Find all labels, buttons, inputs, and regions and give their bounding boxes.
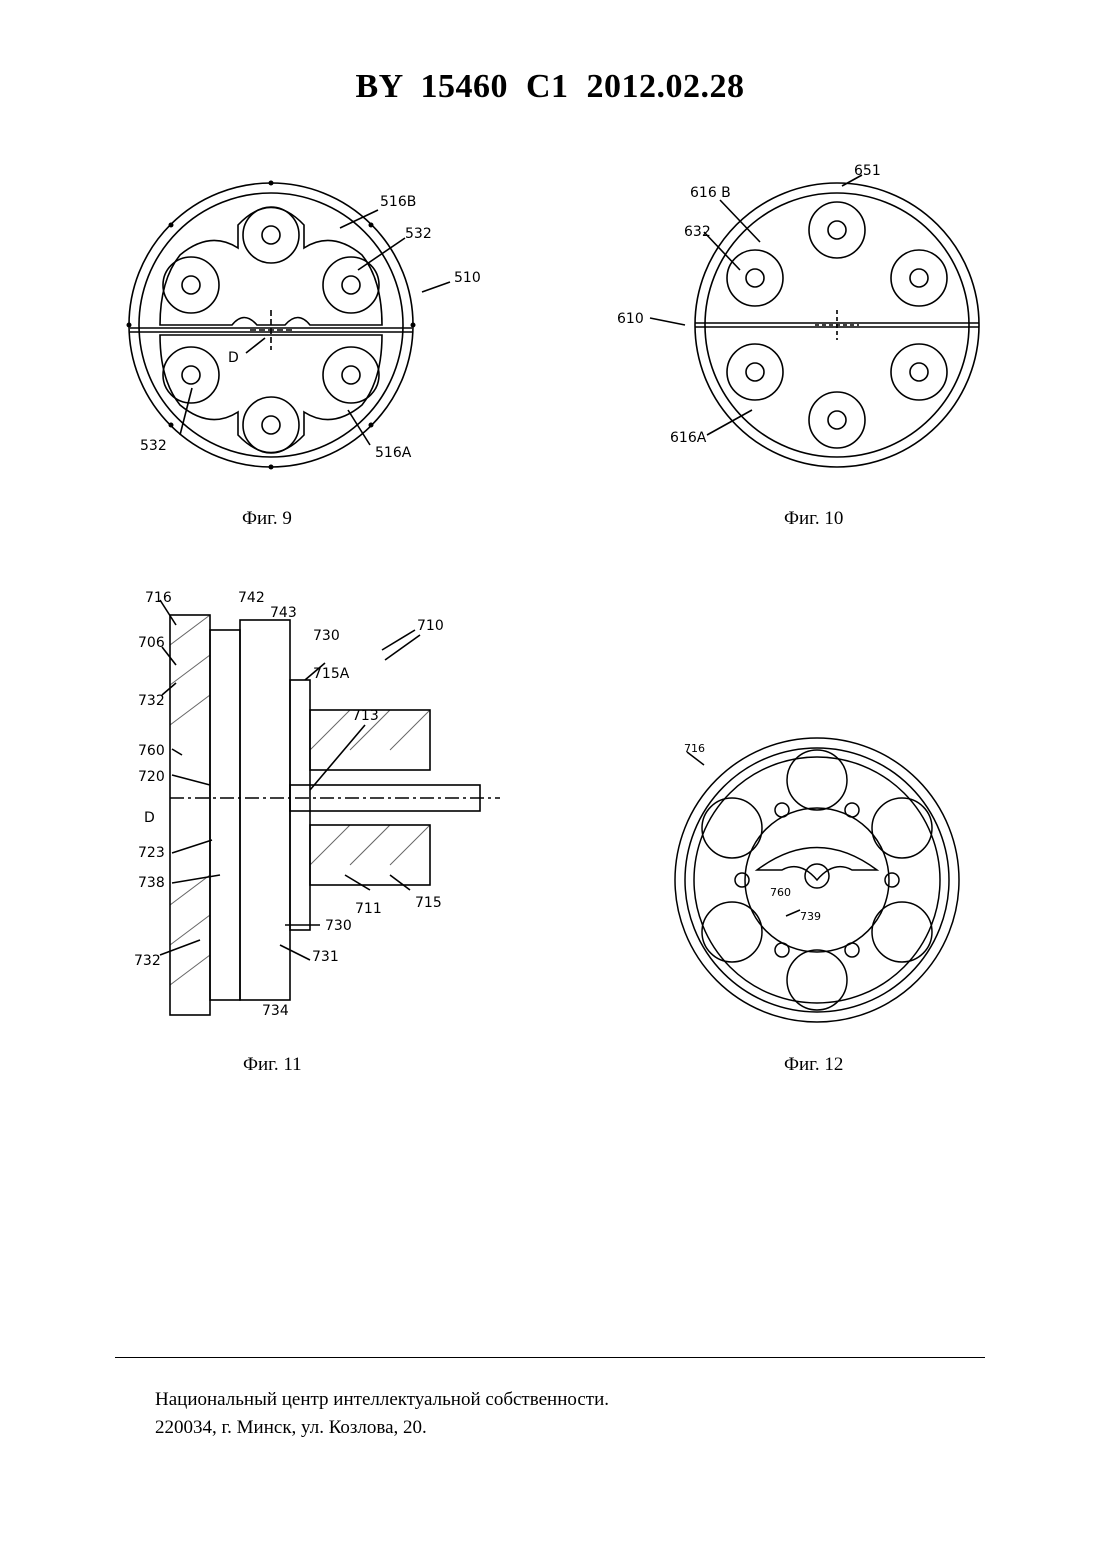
- figure-12-caption: Фиг. 12: [784, 1054, 843, 1076]
- fig11-label-731: 731: [312, 949, 339, 965]
- fig11-label-743: 743: [270, 605, 297, 621]
- fig11-label-742: 742: [238, 590, 265, 606]
- fig11-label-730-upper: 730: [313, 628, 340, 644]
- fig9-label-532-lower: 532: [140, 438, 167, 454]
- footer: Национальный центр интеллектуальной собс…: [155, 1386, 609, 1442]
- fig11-label-715: 715: [415, 895, 442, 911]
- fig9-label-510: 510: [454, 270, 481, 286]
- patent-header: BY 15460 C1 2012.02.28: [0, 68, 1100, 106]
- fig11-label-716: 716: [145, 590, 172, 606]
- fig11-label-710: 710: [417, 618, 444, 634]
- fig11-label-760: 760: [138, 743, 165, 759]
- fig10-label-610: 610: [617, 311, 644, 327]
- figure-11-drawing: 716 742 743 730 710 706 715A 732 713 760…: [130, 585, 530, 1025]
- figure-9: 516B 532 510 D 532 516A: [120, 170, 500, 490]
- footer-divider: [115, 1357, 985, 1358]
- figure-12: 716 760 739: [662, 730, 982, 1030]
- fig11-label-715a: 715A: [313, 666, 350, 682]
- fig10-label-651: 651: [854, 163, 881, 179]
- fig10-label-616a: 616A: [670, 430, 707, 446]
- fig11-label-713: 713: [352, 708, 379, 724]
- figure-11-caption: Фиг. 11: [243, 1054, 302, 1076]
- fig11-label-732-upper: 732: [138, 693, 165, 709]
- fig11-label-738: 738: [138, 875, 165, 891]
- figure-10-caption: Фиг. 10: [784, 508, 843, 530]
- footer-line-1: Национальный центр интеллектуальной собс…: [155, 1386, 609, 1414]
- figure-11: 716 742 743 730 710 706 715A 732 713 760…: [130, 585, 530, 1025]
- fig10-label-616b: 616 B: [690, 185, 731, 201]
- figure-9-drawing: 516B 532 510 D 532 516A: [120, 170, 500, 490]
- fig12-label-739: 739: [800, 910, 821, 923]
- fig11-label-720: 720: [138, 769, 165, 785]
- fig9-label-d: D: [228, 350, 239, 366]
- fig12-label-716: 716: [684, 742, 705, 755]
- figure-10-drawing: 651 616 B 632 610 616A: [612, 160, 992, 480]
- fig11-label-734: 734: [262, 1003, 289, 1019]
- fig11-label-711: 711: [355, 901, 382, 917]
- fig11-label-730-lower: 730: [325, 918, 352, 934]
- fig11-label-732-lower: 732: [134, 953, 161, 969]
- figure-9-caption: Фиг. 9: [242, 508, 292, 530]
- fig9-label-532-upper: 532: [405, 226, 432, 242]
- figure-12-drawing: 716 760 739: [662, 730, 982, 1030]
- fig11-label-d: D: [144, 810, 155, 826]
- fig9-label-516a: 516A: [375, 445, 412, 461]
- fig9-label-516b: 516B: [380, 194, 416, 210]
- figure-10: 651 616 B 632 610 616A: [612, 160, 992, 480]
- fig11-label-723: 723: [138, 845, 165, 861]
- fig12-label-760: 760: [770, 886, 791, 899]
- fig10-label-632: 632: [684, 224, 711, 240]
- fig11-label-706: 706: [138, 635, 165, 651]
- footer-line-2: 220034, г. Минск, ул. Козлова, 20.: [155, 1414, 609, 1442]
